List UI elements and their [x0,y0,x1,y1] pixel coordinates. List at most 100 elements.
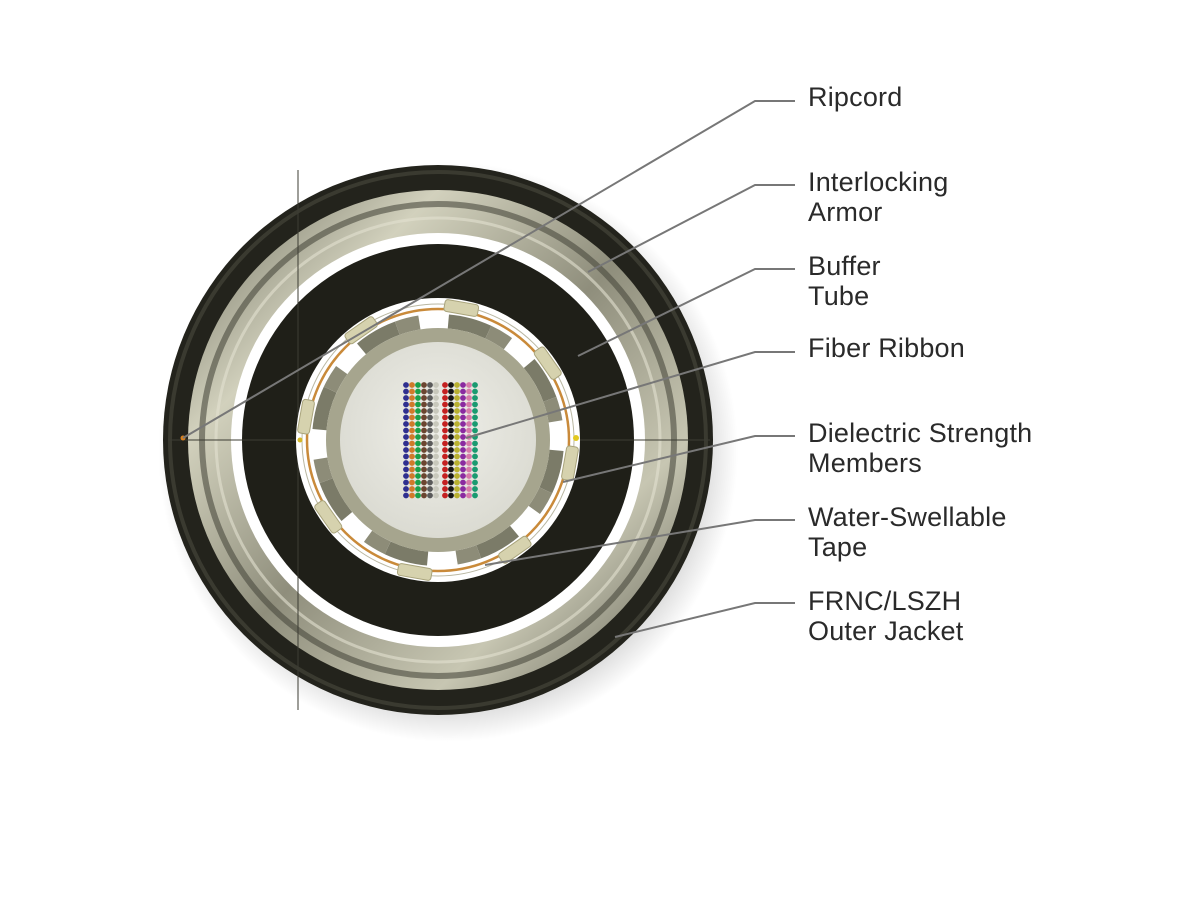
fiber [427,434,433,440]
fiber [454,440,460,447]
fiber [409,395,415,401]
fiber [433,408,439,414]
fiber [403,388,409,395]
core-block-shade [323,365,348,393]
label-ripcord: Ripcord [808,82,903,112]
fiber [454,388,460,395]
fiber [466,440,472,447]
label-fiber-ribbon: Fiber Ribbon [808,333,965,363]
core-block [319,478,353,521]
fiber [415,401,421,408]
fiber [442,479,448,486]
fiber [403,460,409,466]
fiber [460,408,466,414]
fiber [427,408,433,414]
core-block-shade [313,457,333,484]
fiber [466,401,472,408]
fiber [448,401,454,408]
fiber [460,453,466,460]
fiber [415,395,421,401]
fiber [460,492,466,499]
fiber [403,434,409,440]
fiber [448,388,454,395]
fiber [472,466,478,473]
fiber [433,486,439,492]
ripcord-dot [573,435,579,441]
fiber [472,414,478,421]
fiber [415,466,421,473]
fiber [466,479,472,486]
fiber [466,460,472,466]
fiber [427,414,433,421]
core-block [384,541,429,566]
fiber [442,473,448,479]
fiber [466,414,472,421]
fiber [466,447,472,453]
fiber [409,479,415,486]
fiber [415,473,421,479]
fiber [427,388,433,395]
fiber [409,447,415,453]
strength-member [396,563,433,581]
fiber [454,453,460,460]
fiber [460,427,466,434]
fiber [454,401,460,408]
fiber [448,408,454,414]
fiber [409,473,415,479]
strength-member [314,500,343,534]
fiber [421,395,427,401]
fiber [415,388,421,395]
fiber [460,382,466,388]
fiber [403,401,409,408]
fiber [403,421,409,427]
fiber [427,473,433,479]
core-block [312,386,337,431]
core-block-shade [455,545,482,565]
fiber [472,460,478,466]
fiber [448,395,454,401]
fiber [454,460,460,466]
fiber [415,382,421,388]
fiber [421,473,427,479]
fiber [421,492,427,499]
fiber [409,460,415,466]
fiber [415,447,421,453]
fiber [472,447,478,453]
fiber [433,492,439,499]
fiber [415,414,421,421]
fiber [448,414,454,421]
fiber [448,492,454,499]
fiber [448,466,454,473]
fiber [421,486,427,492]
fiber [427,479,433,486]
fiber [448,447,454,453]
leader-line-water-swellable-tape [484,519,795,566]
fiber [433,440,439,447]
fiber [466,427,472,434]
label-outer-jacket: FRNC/LSZH Outer Jacket [808,586,964,646]
fiber [433,447,439,453]
fiber [409,408,415,414]
fiber [454,421,460,427]
fiber [421,408,427,414]
fiber [472,486,478,492]
core-block-shade [485,325,513,350]
fiber [403,440,409,447]
fiber [442,453,448,460]
fiber [403,479,409,486]
fiber [442,440,448,447]
fiber [454,486,460,492]
fiber [460,395,466,401]
fiber [427,421,433,427]
fiber [415,408,421,414]
fiber [433,453,439,460]
fiber [454,473,460,479]
leader-line-buffer-tube [577,268,795,357]
fiber [448,479,454,486]
fiber [460,414,466,421]
fiber [472,382,478,388]
fiber [466,388,472,395]
fiber [409,492,415,499]
fiber [448,486,454,492]
fiber [442,382,448,388]
